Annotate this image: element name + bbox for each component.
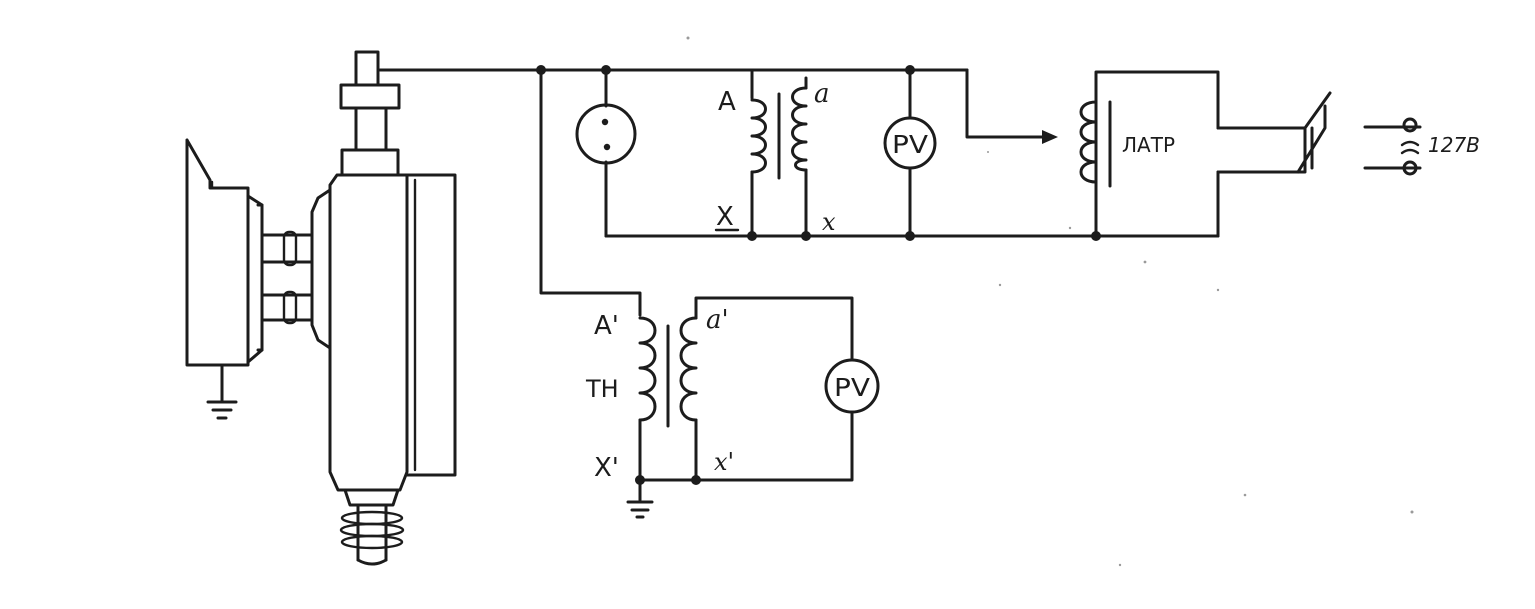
- junction-dots: [536, 65, 1101, 485]
- latr-label: ЛАТР: [1122, 133, 1175, 157]
- vt-voltmeter: PV: [824, 358, 880, 414]
- label-x-prime: x': [714, 448, 734, 476]
- wiring: [378, 68, 1307, 519]
- neon-lamp: [575, 103, 637, 165]
- latr-box: [1094, 70, 1220, 238]
- latr-arrow: [1042, 130, 1058, 144]
- vt-secondary-winding: [679, 316, 698, 422]
- label-x: x: [822, 208, 836, 236]
- secondary-winding: [791, 86, 808, 172]
- primary-winding: [750, 98, 767, 174]
- latr-winding: [1079, 100, 1098, 184]
- scan-specks: [686, 36, 1414, 567]
- label-A: A: [718, 87, 736, 117]
- label-TH: ТН: [585, 375, 619, 403]
- switch: [1296, 91, 1332, 174]
- tank-body: [328, 173, 409, 492]
- main-voltmeter: PV: [883, 116, 937, 170]
- supply-terminals: 127В: [1363, 117, 1480, 176]
- test-object: [185, 50, 457, 566]
- supply-voltage-label: 127В: [1428, 133, 1480, 157]
- vt-primary-winding: [638, 316, 657, 422]
- voltage-transformer: A' ТН X' a' x': [585, 305, 734, 483]
- main-transformer: A X a x: [714, 79, 836, 236]
- label-a: a: [814, 79, 830, 109]
- bushing-top: [339, 50, 401, 177]
- label-X: X: [716, 202, 734, 232]
- connector-bolts: [260, 230, 314, 325]
- label-a-prime: a': [706, 305, 729, 335]
- bottom-insulator: [339, 488, 405, 566]
- ground-symbol-left: [206, 363, 238, 420]
- label-A-prime: A': [594, 311, 619, 341]
- main-voltmeter-label: PV: [892, 130, 928, 159]
- left-housing: [185, 138, 250, 367]
- ground-symbol-vt: [626, 500, 654, 519]
- vt-branch-wire: [539, 68, 642, 317]
- label-X-prime: X': [594, 453, 619, 483]
- latr-autotransformer: ЛАТР: [1079, 100, 1175, 188]
- vt-voltmeter-label: PV: [834, 373, 870, 402]
- left-flange: [246, 194, 264, 364]
- right-flange: [310, 188, 332, 350]
